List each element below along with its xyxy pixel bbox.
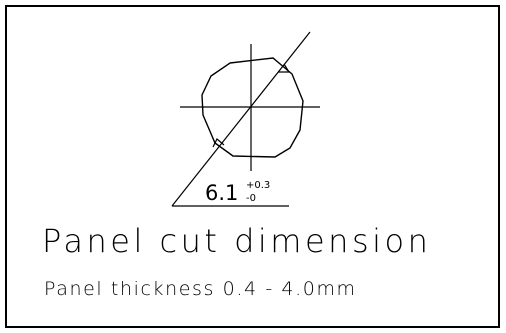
dimension-leader-line	[171, 31, 311, 207]
tolerance-upper: +0.3	[246, 180, 270, 191]
dimension-arrow-upper	[278, 63, 291, 73]
panel-cut-hole-outline	[201, 57, 304, 158]
drawing-frame	[5, 5, 500, 328]
tolerance-lower: -0	[246, 193, 256, 204]
drawing-title: Panel cut dimension	[42, 222, 431, 260]
dimension-arrow-lower	[212, 138, 225, 148]
drawing-subtitle: Panel thickness 0.4 - 4.0mm	[44, 278, 357, 300]
dimension-value: 6.1	[205, 181, 238, 205]
